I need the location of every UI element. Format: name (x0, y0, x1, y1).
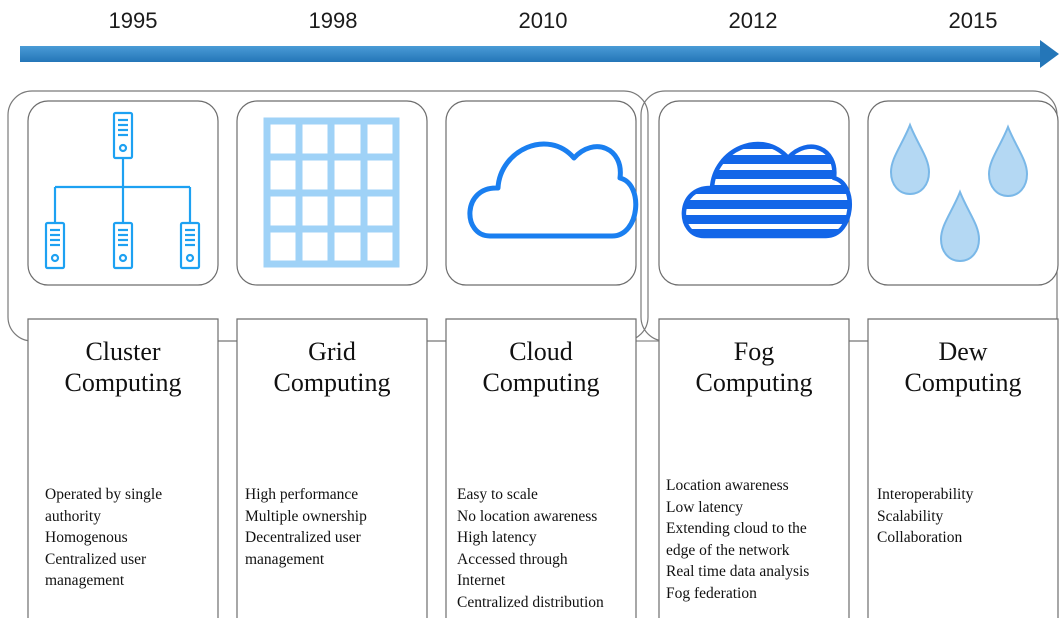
feature-item: Operated by single (45, 486, 163, 503)
feature-item: Real time data analysis (666, 563, 810, 580)
server-cluster-icon (44, 111, 201, 270)
feature-item: Scalability (877, 507, 944, 525)
year-label-1998: 1998 (308, 8, 358, 33)
title-line: Computing (695, 368, 813, 397)
year-label-1995: 1995 (108, 8, 158, 33)
feature-item: Easy to scale (457, 486, 538, 503)
grid-icon (263, 117, 400, 268)
dew-drops-icon (889, 122, 1029, 263)
feature-item: Location awareness (666, 477, 789, 494)
drop-left-icon (889, 122, 931, 196)
title-line: Computing (904, 368, 1022, 397)
drop-bottom-icon (939, 189, 981, 263)
feature-item: Fog federation (666, 584, 757, 602)
server-left-icon (44, 221, 66, 270)
title-line: Fog (733, 337, 775, 366)
feature-item: High latency (457, 529, 537, 546)
timeline-arrow (20, 40, 1059, 68)
feature-item: Interoperability (877, 486, 974, 503)
title-line: Grid (308, 337, 356, 366)
title-cluster: Cluster Computing (28, 336, 218, 398)
feature-item: Homogenous (45, 529, 128, 546)
title-dew: Dew Computing (868, 336, 1058, 398)
feature-item: Multiple ownership (245, 507, 367, 525)
feature-item: Low latency (666, 498, 744, 516)
feature-item: Internet (457, 572, 506, 589)
features-dew: Interoperability Scalability Collaborati… (877, 484, 1059, 549)
feature-item: High performance (245, 486, 359, 503)
title-line: Computing (273, 368, 391, 397)
cloud-icon (467, 141, 639, 239)
text-card-cloud (445, 318, 637, 618)
title-line: Cluster (85, 337, 161, 366)
features-cloud: Easy to scale No location awareness High… (457, 484, 652, 613)
feature-item: Extending cloud to the (666, 520, 807, 537)
year-label-2012: 2012 (728, 8, 778, 33)
title-line: Cloud (509, 337, 573, 366)
year-label-2010: 2010 (518, 8, 568, 33)
feature-item: Collaboration (877, 529, 963, 546)
server-middle-icon (112, 221, 134, 270)
feature-item: management (245, 550, 325, 568)
title-cloud: Cloud Computing (446, 336, 636, 398)
title-line: Computing (64, 368, 182, 397)
text-card-grid (236, 318, 428, 618)
feature-item: Centralized user (45, 550, 147, 568)
text-card-dew (867, 318, 1059, 618)
icon-box-cloud (445, 100, 637, 286)
fog-icon (681, 141, 852, 239)
feature-item: Centralized distribution (457, 593, 604, 611)
feature-item: Accessed through (457, 550, 568, 568)
features-fog: Location awareness Low latency Extending… (666, 475, 861, 604)
feature-item: edge of the network (666, 541, 790, 559)
server-right-icon (179, 221, 201, 270)
text-card-fog (658, 318, 850, 618)
title-fog: Fog Computing (659, 336, 849, 398)
year-label-2015: 2015 (948, 8, 998, 33)
title-line: Dew (938, 337, 988, 366)
feature-item: authority (45, 507, 101, 525)
title-grid: Grid Computing (237, 336, 427, 398)
server-top-icon (112, 111, 134, 160)
features-grid: High performance Multiple ownership Dece… (245, 484, 440, 570)
feature-item: Decentralized user (245, 529, 361, 546)
drop-right-icon (987, 124, 1029, 198)
title-line: Computing (482, 368, 600, 397)
feature-item: management (45, 572, 125, 589)
feature-item: No location awareness (457, 507, 598, 525)
features-cluster: Operated by single authority Homogenous … (45, 484, 240, 592)
text-card-cluster (27, 318, 219, 618)
